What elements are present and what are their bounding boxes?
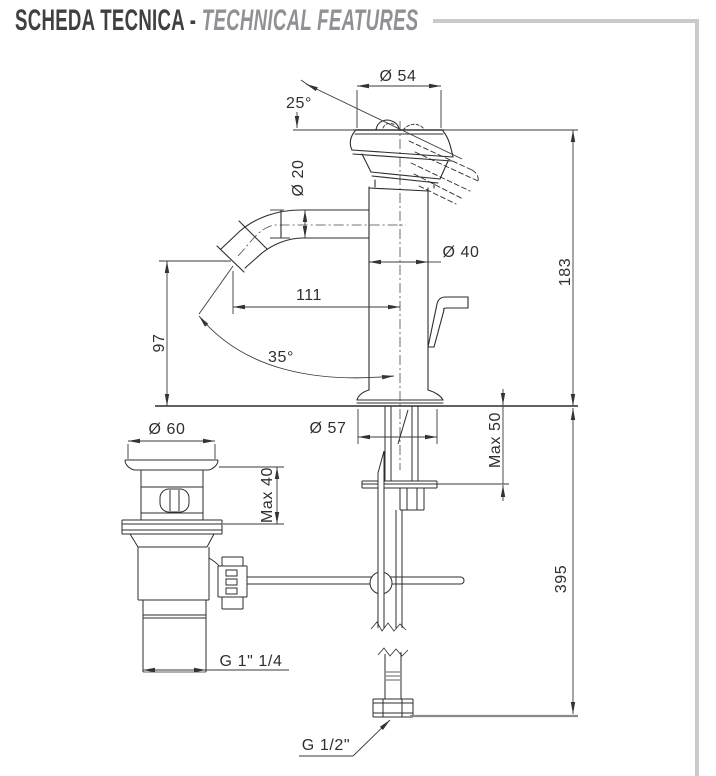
dim-height-below-deck: 395 [553,565,570,594]
dimension-lines [127,79,578,757]
dim-body-diameter: Ø 40 [442,244,479,261]
dim-waste-thread: G 1" 1/4 [220,653,283,670]
dim-base-diameter: Ø 57 [309,420,346,437]
waste-assembly [121,459,248,673]
dim-waste-flange-diameter: Ø 60 [148,421,185,438]
dim-supply-thread: G 1/2" [302,737,350,754]
page-title-secondary: TECHNICAL FEATURES [201,4,419,37]
dim-swivel-angle: 35° [268,349,294,366]
dim-waste-deck-thickness-max: Max 40 [259,467,276,523]
dim-deck-thickness-max: Max 50 [487,412,504,468]
page-title-primary: SCHEDA TECNICA - [15,4,202,37]
dim-height-above-deck: 183 [557,258,574,287]
dim-spout-diameter: Ø 20 [290,159,307,196]
page-header: SCHEDA TECNICA - TECHNICAL FEATURES [15,4,419,37]
dimension-labels: Ø 54 25° Ø 20 Ø 40 183 111 97 35° Ø 57 M… [148,68,574,754]
faucet-outline [216,119,479,404]
dim-head-diameter: Ø 54 [379,68,416,85]
dim-spout-reach: 111 [296,287,322,304]
dim-spout-height: 97 [151,334,168,353]
frame-border [433,19,699,776]
dim-head-angle: 25° [286,95,312,112]
tilted-head-hidden-lines [408,140,479,205]
below-deck-assembly [247,406,578,718]
